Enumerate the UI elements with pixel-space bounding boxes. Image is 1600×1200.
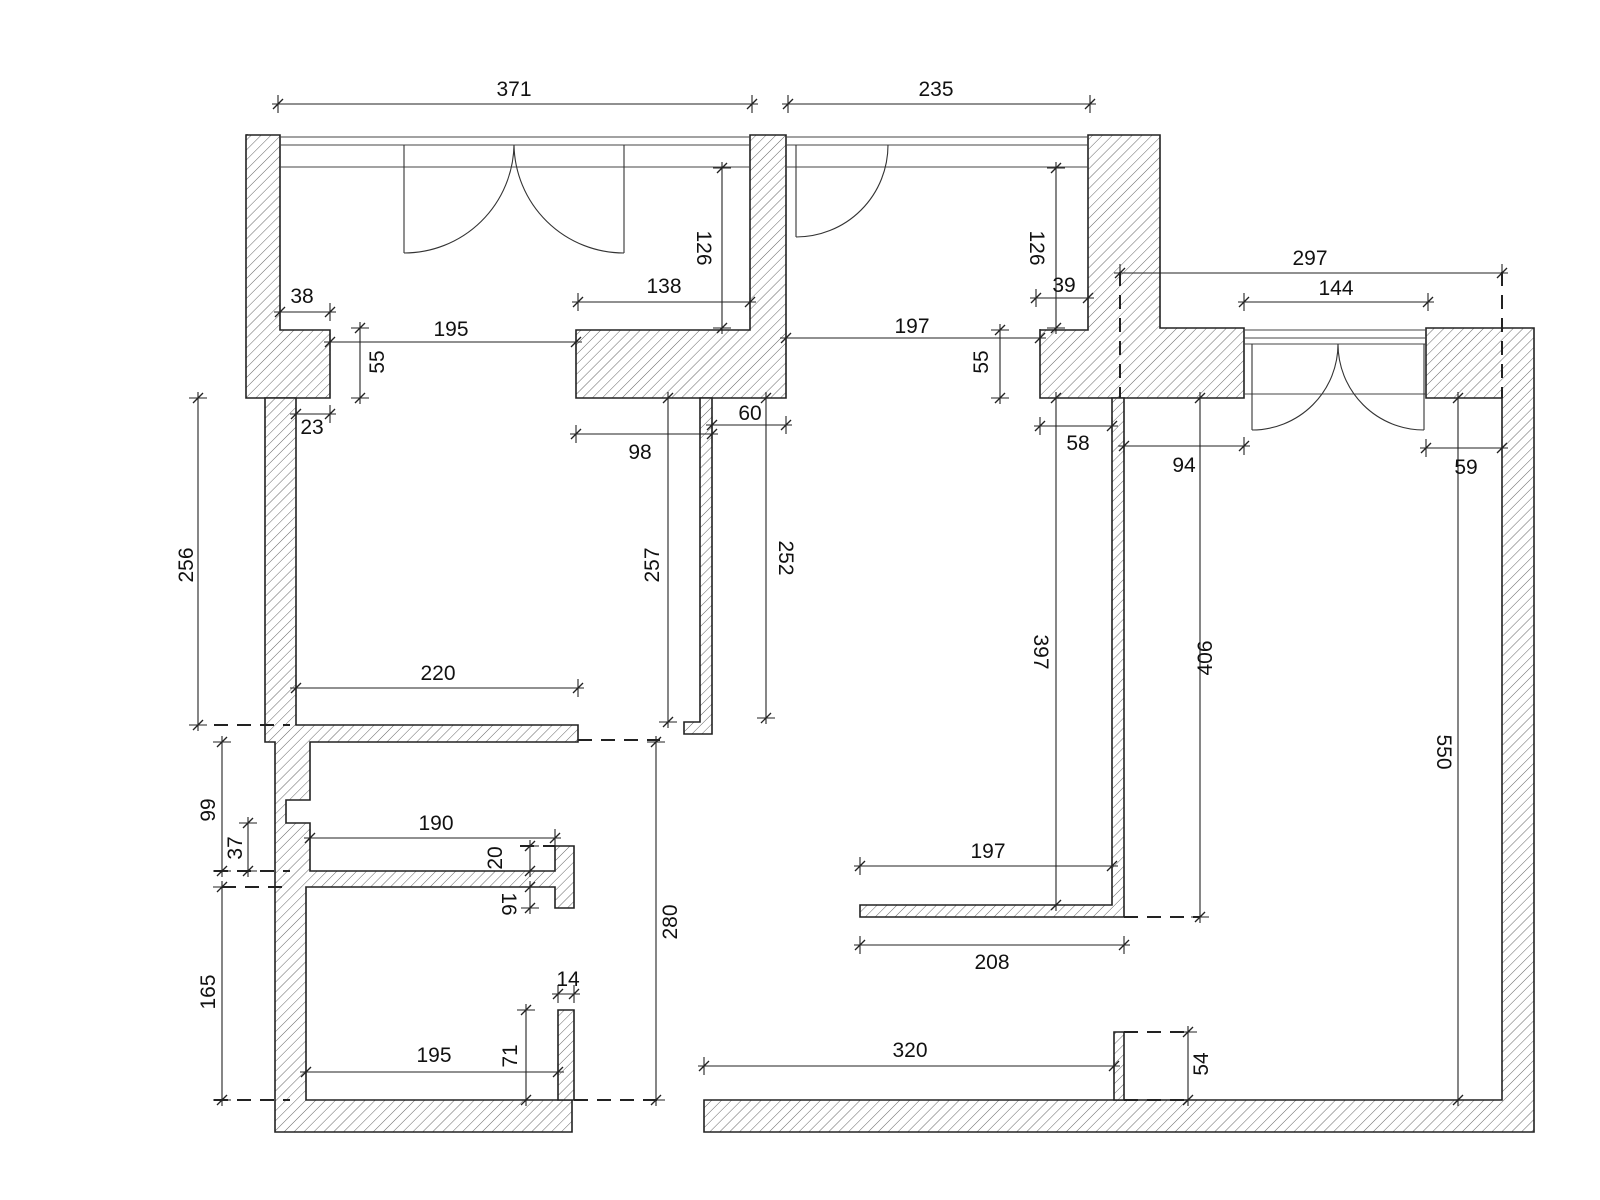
dim-38-label: 38 [290,285,313,308]
dimension-16 [521,881,539,914]
dim-14-label: 14 [556,968,580,991]
dimension-58 [1034,417,1118,435]
dim-71-label: 71 [499,1044,522,1067]
dimension-197b [854,857,1118,875]
dimension-195a [324,333,582,351]
dim-144-label: 144 [1318,277,1353,300]
wall-partition-257 [683,397,713,735]
wall-top-left-pillar [575,134,787,399]
dim-16-label: 16 [497,892,520,915]
dim-37-label: 37 [224,836,247,859]
dim-58-label: 58 [1066,432,1089,455]
dim-297-label: 297 [1292,247,1327,270]
dim-20-label: 20 [484,846,507,869]
dimension-20 [521,840,539,877]
dim-59-label: 59 [1454,456,1477,479]
wall-top-left-left [245,134,331,399]
dimension-71 [517,1004,535,1106]
dim-39-label: 39 [1052,274,1075,297]
dimension-138 [572,293,756,311]
openings [214,272,1503,1101]
dim-256-label: 256 [175,547,198,582]
dimension-60 [706,416,792,434]
dim-208-label: 208 [974,951,1009,974]
dimension-320 [698,1057,1120,1075]
dimension-397 [1047,392,1065,911]
dimension-406 [1191,392,1209,923]
walls [245,134,1535,1133]
dim-550-label: 550 [1432,734,1455,769]
dim-197a-label: 197 [894,315,929,338]
dimension-55b [991,324,1009,404]
dimension-280 [647,736,665,1106]
dim-280-label: 280 [659,904,682,939]
dim-220-label: 220 [420,662,455,685]
dimension-23 [290,405,336,423]
dim-257-label: 257 [641,547,664,582]
dim-138-label: 138 [646,275,681,298]
dimension-144 [1238,293,1434,311]
dimension-190 [304,829,561,847]
dimension-labels: 371 235 297 144 126 126 138 38 195 55 23… [175,78,1478,1076]
dim-195b-label: 195 [416,1044,451,1067]
dimension-54 [1179,1026,1197,1106]
dim-55b-label: 55 [970,350,993,373]
wall-top-middle-right [1039,134,1245,399]
dim-371-label: 371 [496,78,531,101]
wall-partition-71 [557,1009,575,1101]
dim-397-label: 397 [1029,634,1052,669]
dimension-55a [351,322,369,404]
dim-99-label: 99 [197,798,220,821]
dim-195a-label: 195 [433,318,468,341]
dimension-220 [290,679,584,697]
dim-54-label: 54 [1190,1052,1213,1076]
dimension-371 [272,95,758,113]
dimension-126b [1047,162,1065,334]
doors [403,144,1425,431]
dimension-550 [1449,392,1467,1106]
dimension-126a [713,162,731,334]
dim-197b-label: 197 [970,840,1005,863]
dimension-38 [274,303,336,321]
dimension-59 [1420,439,1508,457]
dim-165-label: 165 [197,974,220,1009]
dim-98-label: 98 [628,441,651,464]
dim-94-label: 94 [1172,454,1196,477]
dimension-235 [782,95,1096,113]
dim-320-label: 320 [892,1039,927,1062]
dimension-lines [189,95,1508,1106]
dim-252-label: 252 [774,540,797,575]
dim-23-label: 23 [300,416,323,439]
dim-55a-label: 55 [366,350,389,373]
dim-235-label: 235 [918,78,953,101]
windows [280,136,1426,395]
dim-60-label: 60 [738,402,761,425]
dimension-208 [854,936,1130,954]
dimension-257 [659,392,677,728]
dimension-252 [757,392,775,724]
dimension-195b [300,1063,564,1081]
dim-406-label: 406 [1194,640,1217,675]
dimension-197a [780,329,1046,347]
dimension-39 [1030,289,1094,307]
dim-126b-label: 126 [1025,230,1048,265]
dim-190-label: 190 [418,812,453,835]
dimension-256 [189,392,207,731]
dimension-165 [213,881,231,1106]
dimension-14 [552,985,580,1003]
dimension-37 [239,817,257,877]
dimension-297 [1114,264,1508,282]
dimension-94 [1118,437,1250,455]
dimension-99 [213,736,231,877]
dim-126a-label: 126 [692,230,715,265]
wall-left-vertical [264,397,579,1133]
wall-partition-397 [859,397,1125,918]
